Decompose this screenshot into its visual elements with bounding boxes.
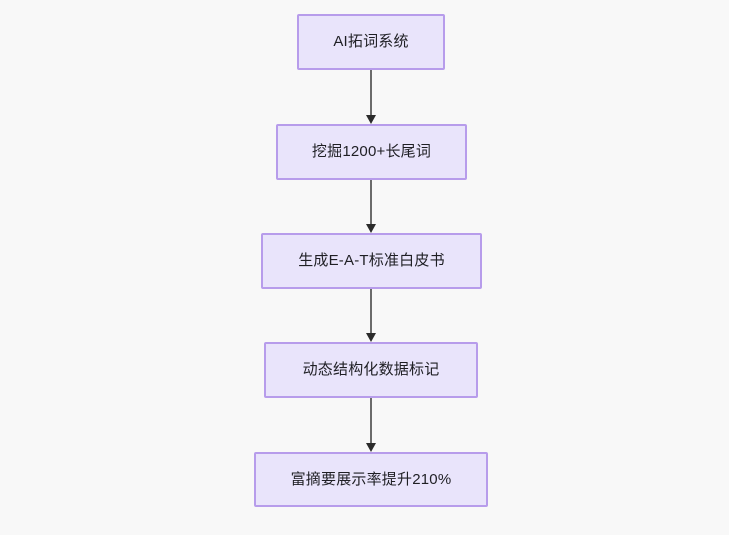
flow-node-rich-snippet-impression-lift[interactable]: 富摘要展示率提升210% [254,452,488,507]
flow-node-mine-longtail-keywords[interactable]: 挖掘1200+长尾词 [276,124,467,180]
flow-node-label: 生成E-A-T标准白皮书 [298,252,445,269]
edge-line [370,398,372,443]
flow-node-label: 动态结构化数据标记 [302,361,440,378]
edge-line [370,180,372,224]
flow-node-label: 富摘要展示率提升210% [290,470,452,488]
edge-line [370,70,372,115]
flow-node-label: 挖掘1200+长尾词 [311,143,432,160]
flow-node-generate-eat-whitepaper[interactable]: 生成E-A-T标准白皮书 [261,233,482,289]
arrowhead-icon [366,333,376,342]
edge-line [370,289,372,333]
arrowhead-icon [366,115,376,124]
flow-node-ai-keyword-system[interactable]: AI拓词系统 [297,14,445,70]
flow-node-label: AI拓词系统 [333,33,409,50]
arrowhead-icon [366,443,376,452]
flow-node-dynamic-structured-data-markup[interactable]: 动态结构化数据标记 [264,342,478,398]
arrowhead-icon [366,224,376,233]
